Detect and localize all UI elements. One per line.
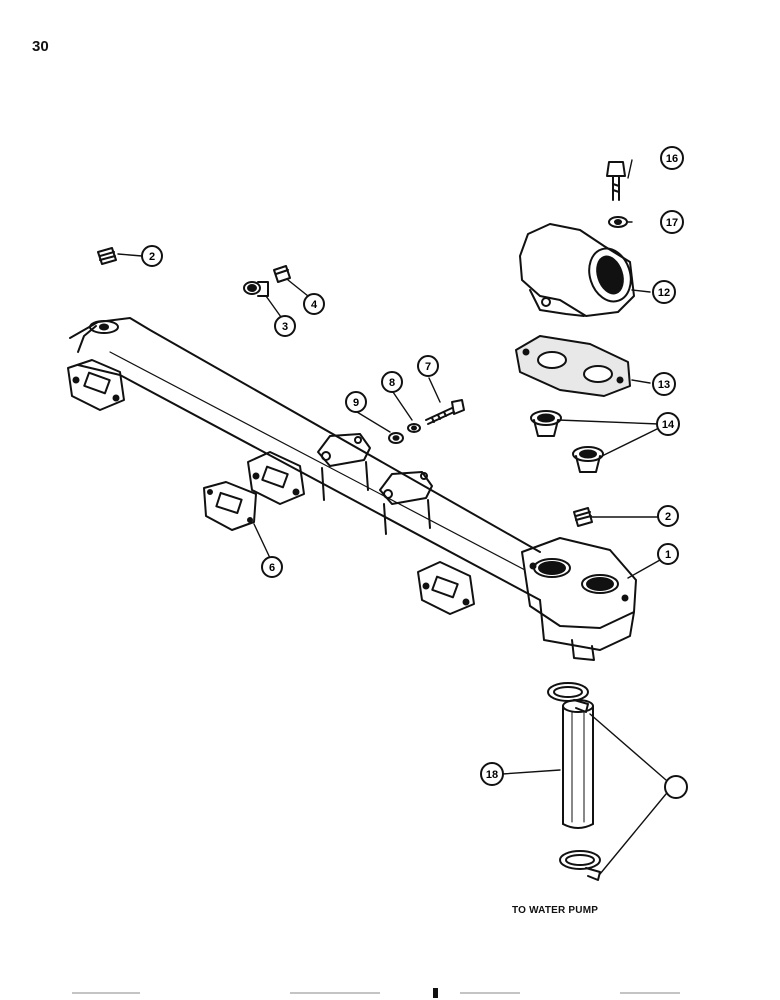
svg-text:4: 4 [311,299,318,311]
pipe-plug-part [97,247,117,265]
callout-3: 3 [274,315,296,337]
lock-washer-part [407,423,421,433]
svg-text:18: 18 [486,769,498,781]
hose-clamp-lower-part [559,850,601,881]
svg-text:16: 16 [666,153,678,165]
callout-15: 16 [660,146,684,170]
callout-1: 1 [657,543,679,565]
water-pump-caption: TO WATER PUMP [512,905,599,916]
svg-text:1: 1 [665,549,671,561]
svg-text:2: 2 [149,251,155,263]
thermostat-housing-part [519,223,635,317]
svg-text:7: 7 [425,361,431,373]
callout-9: 9 [345,391,367,413]
cap-screw-part [425,399,465,425]
thermostat-upper-part [530,410,562,437]
svg-text:12: 12 [658,287,670,299]
svg-text:3: 3 [282,321,288,333]
callout-12: 12 [652,280,676,304]
svg-text:14: 14 [662,419,675,431]
callout-16: 17 [660,210,684,234]
elbow-fitting-part [243,281,269,297]
flat-washer-part [388,432,404,444]
svg-text:13: 13 [658,379,670,391]
bolt-washer-part [608,216,628,228]
callout-8: 8 [381,371,403,393]
svg-text:6: 6 [269,562,275,574]
callout-18 [664,775,688,799]
page-number: 30 [32,38,49,55]
callout-2-lower: 2 [657,505,679,527]
thermostat-lower-part [572,446,604,473]
water-manifold-part [67,317,637,661]
housing-gasket-part [515,335,631,397]
callout-7: 7 [417,355,439,377]
svg-text:9: 9 [353,397,359,409]
svg-text:8: 8 [389,377,395,389]
callout-4: 4 [303,293,325,315]
fitting-plug-part [273,265,291,283]
callout-13: 13 [652,372,676,396]
callout-17: 18 [480,762,504,786]
thermostat-bolt-part [606,161,626,201]
svg-text:17: 17 [666,217,678,229]
plug-lower-part [573,507,593,527]
callout-6: 6 [261,556,283,578]
leader-lines [117,159,667,875]
water-pump-hose-part [562,699,594,829]
svg-text:2: 2 [665,511,671,523]
callout-2-upper: 2 [141,245,163,267]
scan-artifact-block [433,988,438,998]
hose-clamp-upper-part [547,682,589,713]
callout-14: 14 [656,412,680,436]
manifold-gasket-part [203,481,257,531]
